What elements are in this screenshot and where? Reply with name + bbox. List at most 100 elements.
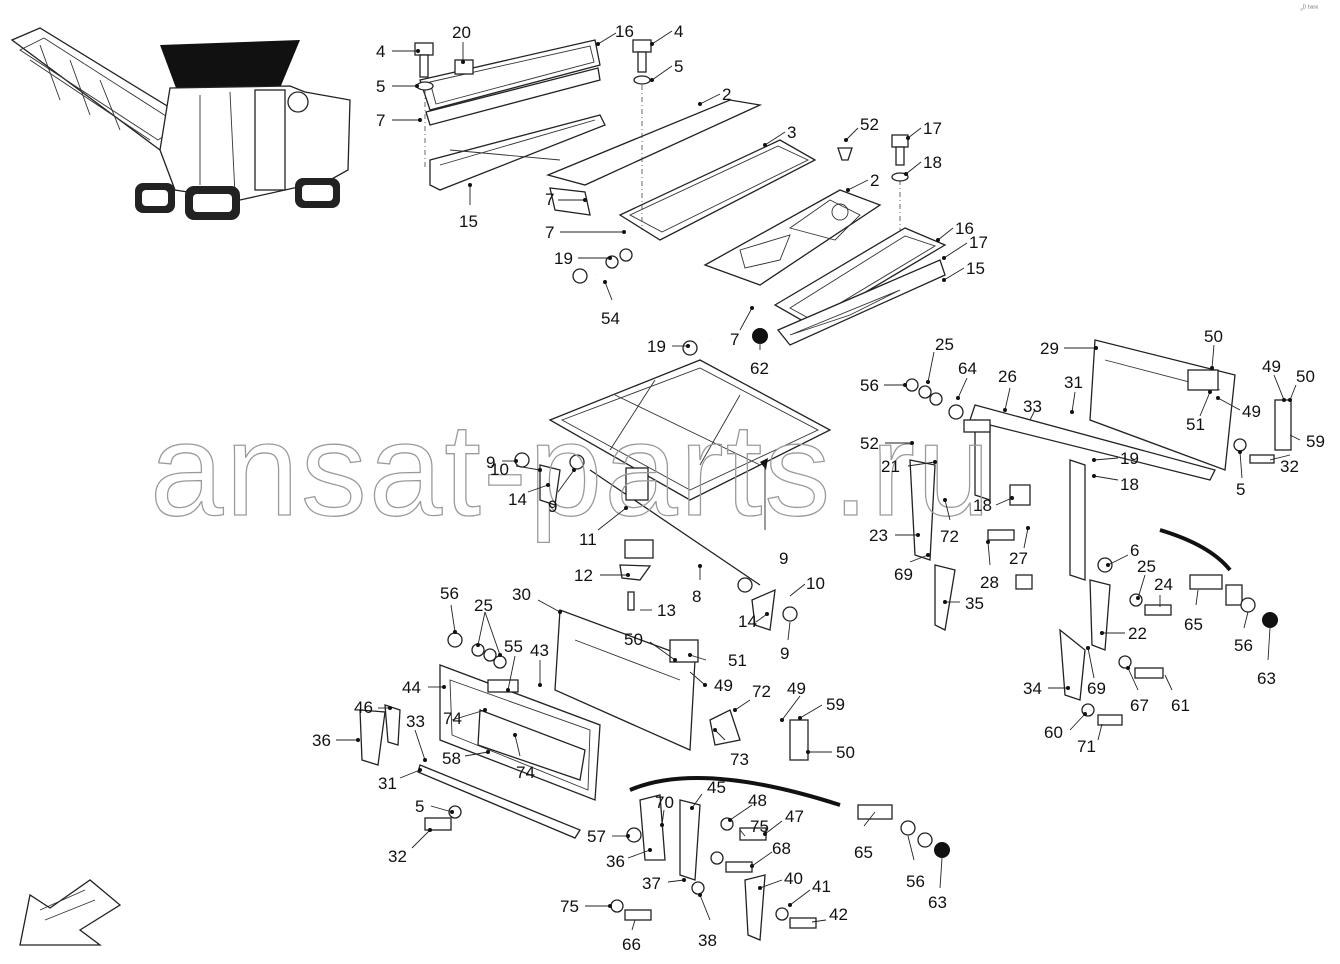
callout-50: 50 (1204, 327, 1223, 346)
callout-69: 69 (894, 565, 913, 584)
watermark-text: ansat-parts.ru (150, 396, 992, 543)
support-rod (572, 248, 711, 356)
callout-42: 42 (829, 905, 848, 924)
callout-4: 4 (376, 42, 385, 61)
callout-36: 36 (606, 852, 625, 871)
callout-26: 26 (998, 367, 1017, 386)
callout-45: 45 (707, 778, 726, 797)
callout-50: 50 (1296, 367, 1315, 386)
callout-69: 69 (1087, 679, 1106, 698)
callout-32: 32 (388, 847, 407, 866)
callout-62: 62 (750, 359, 769, 378)
callout-19: 19 (647, 337, 666, 356)
callout-56: 56 (906, 872, 925, 891)
callout-57: 57 (587, 827, 606, 846)
roof-panel-left (419, 39, 606, 191)
callout-60: 60 (1044, 723, 1063, 742)
callout-56: 56 (860, 376, 879, 395)
callout-9: 9 (780, 644, 789, 663)
callout-56: 56 (440, 584, 459, 603)
callout-10: 10 (806, 574, 825, 593)
callout-21: 21 (881, 457, 900, 476)
callout-8: 8 (692, 587, 701, 606)
callout-7: 7 (545, 190, 554, 209)
callout-49: 49 (1262, 357, 1281, 376)
callout-55: 55 (504, 637, 523, 656)
callout-48: 48 (748, 791, 767, 810)
callout-2: 2 (870, 171, 879, 190)
callout-2: 2 (722, 85, 731, 104)
callout-12: 12 (574, 566, 593, 585)
callout-5: 5 (376, 77, 385, 96)
direction-arrow-icon (19, 879, 122, 946)
callout-33: 33 (1023, 397, 1042, 416)
callout-68: 68 (772, 839, 791, 858)
callout-59: 59 (1306, 432, 1325, 451)
callout-23: 23 (869, 526, 888, 545)
callout-5: 5 (674, 57, 683, 76)
callout-63: 63 (928, 893, 947, 912)
callout-10: 10 (490, 460, 509, 479)
callout-14: 14 (738, 612, 757, 631)
callout-9: 9 (486, 453, 495, 472)
callout-75: 75 (750, 817, 769, 836)
callout-67: 67 (1130, 696, 1149, 715)
callout-18: 18 (1120, 475, 1139, 494)
callout-49: 49 (1242, 402, 1261, 421)
callout-19: 19 (554, 249, 573, 268)
callout-49: 49 (714, 676, 733, 695)
callout-31: 31 (378, 774, 397, 793)
callout-13: 13 (657, 601, 676, 620)
callout-74: 74 (516, 763, 535, 782)
callout-16: 16 (955, 219, 974, 238)
callout-47: 47 (785, 807, 804, 826)
corner-mark: ₃ᴰ ᵇᵃˢᵉ (1300, 5, 1319, 12)
callout-43: 43 (530, 641, 549, 660)
cab-frame (514, 359, 832, 631)
callout-18: 18 (973, 496, 992, 515)
callout-4: 4 (674, 22, 683, 41)
callout-7: 7 (376, 111, 385, 130)
callout-72: 72 (752, 682, 771, 701)
callout-51: 51 (728, 651, 747, 670)
callout-11: 11 (579, 530, 597, 549)
callout-35: 35 (965, 594, 984, 613)
callout-50: 50 (624, 630, 643, 649)
callout-63: 63 (1257, 669, 1276, 688)
callout-29: 29 (1040, 339, 1059, 358)
callout-7: 7 (730, 330, 739, 349)
left-door-assembly (359, 609, 950, 941)
callout-38: 38 (698, 931, 717, 950)
callout-71: 71 (1077, 737, 1096, 756)
callout-75: 75 (560, 897, 579, 916)
callout-28: 28 (980, 573, 999, 592)
callout-70: 70 (655, 793, 674, 812)
callout-9: 9 (779, 549, 788, 568)
callout-34: 34 (1023, 679, 1042, 698)
callout-52: 52 (860, 434, 879, 453)
callout-3: 3 (787, 123, 796, 142)
callout-49: 49 (787, 679, 806, 698)
callout-64: 64 (958, 359, 977, 378)
callout-41: 41 (812, 877, 831, 896)
callout-32: 32 (1280, 457, 1299, 476)
callout-54: 54 (601, 309, 620, 328)
callout-50: 50 (836, 743, 855, 762)
callout-72: 72 (940, 527, 959, 546)
callout-17: 17 (923, 119, 942, 138)
callout-46: 46 (354, 698, 373, 717)
callout-22: 22 (1128, 624, 1147, 643)
callout-17: 17 (969, 233, 988, 252)
callout-33: 33 (406, 712, 425, 731)
callout-40: 40 (784, 869, 803, 888)
callout-7: 7 (545, 223, 554, 242)
callout-19: 19 (1120, 449, 1139, 468)
roof-panel-center (545, 99, 882, 286)
callout-56: 56 (1234, 636, 1253, 655)
callout-16: 16 (615, 22, 634, 41)
roof-panel-right (773, 227, 947, 346)
callout-5: 5 (415, 797, 424, 816)
callout-44: 44 (402, 678, 421, 697)
callout-61: 61 (1171, 696, 1190, 715)
